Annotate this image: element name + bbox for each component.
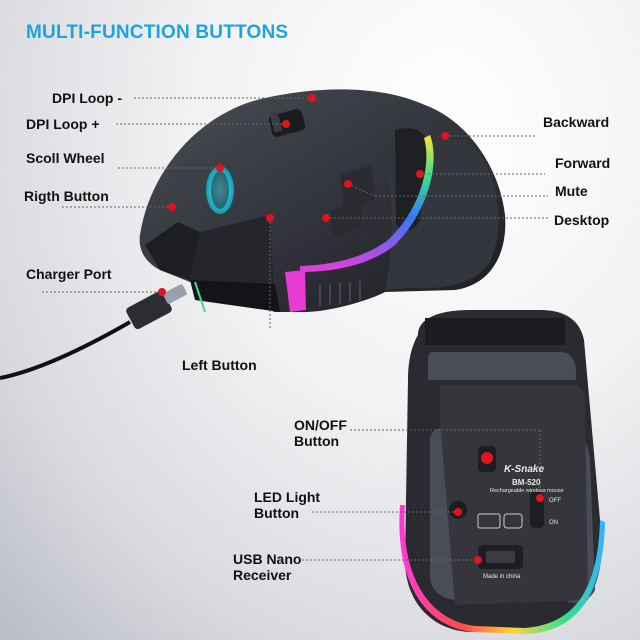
label-backward: Backward <box>543 114 610 130</box>
callout-lines <box>42 97 548 561</box>
on-text: ON <box>549 520 558 526</box>
mouse-top-view <box>139 89 506 313</box>
label-on-off-button: ON/OFF Button <box>294 417 347 449</box>
marker-dpi-plus <box>282 120 290 128</box>
marker-led <box>454 508 462 516</box>
marker-charger-port <box>158 288 166 296</box>
marker-left-button <box>266 214 274 222</box>
label-on-off-line2: Button <box>294 433 340 449</box>
desc-text: Rechargeable wireless mouse <box>490 488 564 494</box>
marker-dpi-minus <box>308 94 316 102</box>
label-usb-line1: USB Nano <box>233 551 302 567</box>
page-title: MULTI-FUNCTION BUTTONS <box>26 22 289 43</box>
marker-scroll-wheel <box>216 164 224 172</box>
label-desktop: Desktop <box>554 212 610 228</box>
label-mute: Mute <box>555 183 588 199</box>
marker-forward <box>416 170 424 178</box>
callout-markers <box>158 94 544 564</box>
label-right-button: Rigth Button <box>24 188 109 204</box>
mouse-bottom-view <box>399 310 605 634</box>
marker-usb-receiver <box>474 556 482 564</box>
label-forward: Forward <box>555 155 611 171</box>
model-text: BM-520 <box>512 478 541 487</box>
label-on-off-line1: ON/OFF <box>294 417 347 433</box>
off-text: OFF <box>549 498 561 504</box>
label-usb-nano-receiver: USB Nano Receiver <box>233 551 301 583</box>
label-led-light-button: LED Light Button <box>254 489 320 521</box>
usb-cable <box>0 284 187 380</box>
marker-backward <box>441 132 449 140</box>
marker-mute <box>344 180 352 188</box>
label-led-line1: LED Light <box>254 489 321 505</box>
label-dpi-loop-plus: DPI Loop + <box>26 116 100 132</box>
label-usb-line2: Receiver <box>233 567 292 583</box>
label-scroll-wheel: Scoll Wheel <box>26 150 105 166</box>
label-dpi-loop-minus: DPI Loop - <box>52 90 122 106</box>
made-in-text: Made in china <box>483 574 521 580</box>
marker-on-off <box>536 494 544 502</box>
marker-desktop <box>322 214 330 222</box>
marker-right-button <box>168 203 176 211</box>
brand-text: K-Snake <box>504 464 544 475</box>
label-led-line2: Button <box>254 505 300 521</box>
label-charger-port: Charger Port <box>26 266 112 282</box>
label-left-button: Left Button <box>182 357 257 373</box>
